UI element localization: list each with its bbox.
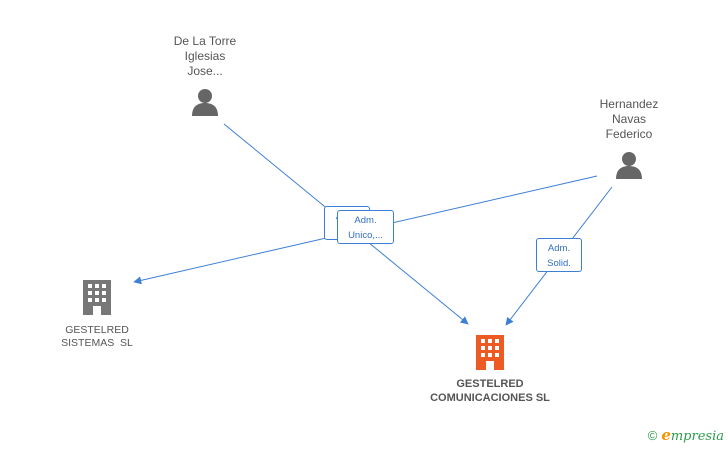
company-name-line: GESTELRED bbox=[456, 378, 524, 390]
brand-logo: empresia bbox=[661, 426, 724, 444]
role-line: Adm. bbox=[354, 215, 377, 226]
person-name-line: Jose... bbox=[187, 64, 223, 78]
person-name-line: Navas bbox=[611, 112, 646, 126]
building-icon bbox=[83, 280, 111, 315]
person-icon bbox=[192, 89, 218, 116]
building-icon bbox=[476, 335, 504, 370]
role-line: Solid. bbox=[547, 258, 571, 269]
person-node-de-la-torre[interactable]: De La Torre Iglesias Jose... bbox=[150, 34, 260, 122]
company-node-gestelred-comunicaciones[interactable]: GESTELRED COMUNICACIONES SL bbox=[420, 334, 560, 405]
company-name-line: GESTELRED bbox=[65, 324, 129, 336]
company-node-gestelred-sistemas[interactable]: GESTELRED SISTEMAS SL bbox=[42, 279, 152, 350]
company-name-line: SISTEMAS SL bbox=[61, 337, 133, 349]
person-icon bbox=[616, 152, 642, 179]
role-line: Adm. bbox=[547, 243, 571, 254]
person-name-line: Federico bbox=[605, 127, 653, 141]
company-name-line: COMUNICACIONES SL bbox=[430, 392, 550, 404]
role-badge-adm-unico[interactable]: Adm. Unico,... bbox=[337, 210, 394, 244]
empresia-watermark: ©empresia bbox=[648, 426, 724, 444]
person-node-hernandez[interactable]: Hernandez Navas Federico bbox=[574, 97, 684, 185]
person-name-line: De La Torre bbox=[173, 34, 237, 48]
copyright-symbol: © bbox=[647, 428, 658, 443]
person-name-line: Iglesias bbox=[184, 49, 226, 63]
role-badge-adm-solid[interactable]: Adm. Solid. bbox=[536, 238, 582, 272]
role-line: Unico,... bbox=[348, 230, 383, 241]
person-name-line: Hernandez bbox=[599, 97, 659, 111]
